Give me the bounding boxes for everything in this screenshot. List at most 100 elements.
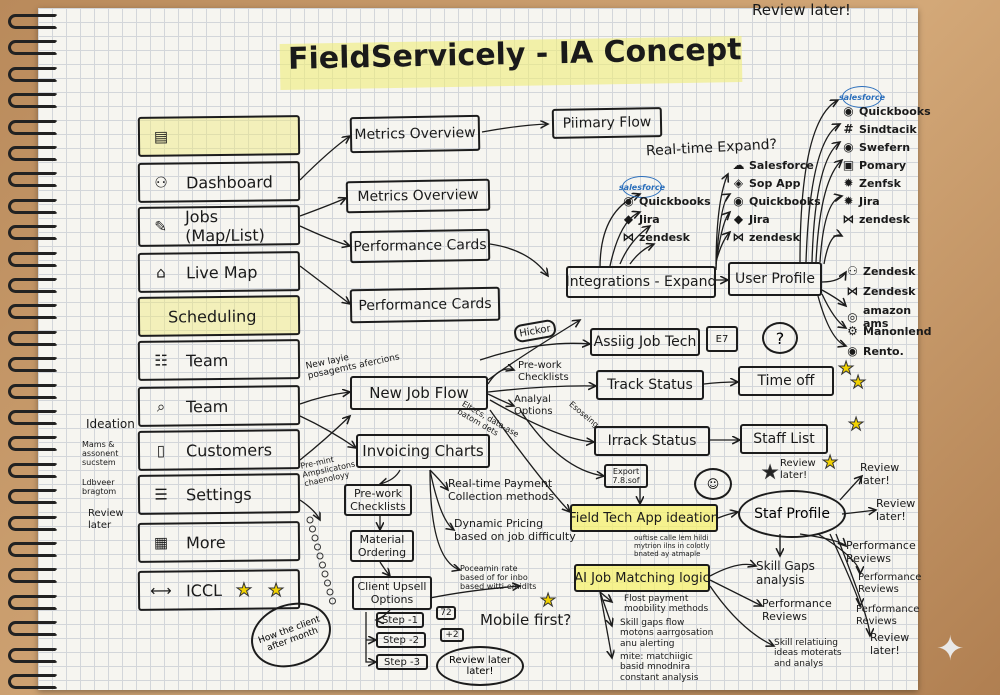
sidebar-item-settings[interactable]: ☰Settings [138,473,300,515]
flost-payment-note: Flost payment moobility methods [624,594,708,615]
arrow-icon: ⟷ [150,580,172,600]
mite-matching-note: mite: matchiigic basid mnodnira constant… [620,652,698,683]
ideation-item-1: Mams & assonent sucstem [82,440,118,468]
step-1-tag: 72 [436,606,456,620]
connector-arrow [704,382,738,384]
doodle-face-bubble: ☺ [694,468,732,500]
sidebar-item-label: ICCL [186,580,222,599]
sidebar-item-team[interactable]: ⌕Team [138,385,300,427]
sidebar-item-scheduling[interactable]: Scheduling [138,295,300,337]
connector-arrow [822,290,846,306]
integration-logo: ◉Quickbooks [732,194,821,208]
review-later-note-d: Review later! [870,632,909,657]
integration-logo: ⋈zendesk [732,230,800,244]
performance-cards-box-1: Performance Cards [350,229,491,263]
sidebar-item-team[interactable]: ☷Team [138,339,300,381]
integration-logo: ⚇Zendesk [846,264,915,278]
logo-mark-icon: ⋈ [622,230,635,244]
dynamic-pricing-note: Dynamic Pricing based on job difficulty [454,518,576,543]
sidebar-item-dashboard[interactable]: ⚇Dashboard [138,161,300,203]
sidebar-item-label: Live Map [186,262,258,282]
sidebar-item-header[interactable]: ▤ [138,115,300,157]
connector-arrow [480,343,590,360]
field-tech-note: ouftise calle lem hildi mytrion ilns in … [634,534,709,558]
logo-label: Salesforce [749,159,814,172]
logo-label: Zenfsk [859,177,901,190]
export-box: Export 7.8.sof [604,464,648,488]
connector-arrow [718,512,738,518]
integration-logo: ⚙Manonlend [846,324,932,338]
dot-trail [330,598,336,604]
sidebar-item-more[interactable]: ▦More [138,521,300,563]
logo-mark-icon: ⋈ [732,230,745,244]
integration-logo: ◉Swefern [842,140,910,154]
review-later-note-a: Review later! [780,458,816,481]
logo-label: Jira [639,213,660,226]
sidebar-item-label: Team [186,350,228,369]
sidebar-item-customers[interactable]: ▯ Customers [138,429,300,471]
star-icon: ★ [822,452,838,473]
logo-mark-icon: ◎ [846,310,859,324]
performance-cards-box-2: Performance Cards [350,287,501,324]
logo-label: Rento. [863,345,904,358]
metrics-overview-box-1: Metrics Overview [350,115,481,153]
ideation-item-2: Ldbveer bragtom [82,478,116,496]
dot-trail [320,562,326,568]
logo-mark-icon: ⚇ [846,264,859,278]
connector-arrow [300,136,350,180]
note-icon-box: E7 [706,326,738,352]
logo-label: Quickbooks [859,105,931,118]
staff-list-box: Staff List [740,424,828,454]
logo-label: Manonlend [863,325,932,338]
connector-arrow [822,272,846,282]
user-profile-box: User Profile [728,262,822,296]
logo-mark-icon: ☁ [732,158,745,172]
review-later-note-b: Review later! [860,462,899,487]
logo-mark-icon: ✹ [842,194,855,208]
logo-mark-icon: ◆ [732,212,745,226]
dot-trail [315,544,321,550]
question-circle: ? [762,322,798,354]
integration-logo: ◈Sop App [732,176,800,190]
invoicing-charts-box: Invoicing Charts [356,434,490,468]
integration-logo: ◆ Jira [732,212,770,226]
prework-checklists-note: Pre-work Checklists [518,360,569,383]
connector-arrow [710,564,756,576]
ideation-item-3: Review later [88,508,124,531]
integration-logo: ☁ Salesforce [732,158,814,172]
connector-arrow [600,592,612,658]
logo-mark-icon: ◆ [622,212,635,226]
connector-arrow [488,394,514,406]
dot-trail [327,589,333,595]
sidebar-item-jobs-map-list-[interactable]: ✎Jobs (Map/List) [138,205,300,247]
logo-mark-icon: ◉ [842,140,855,154]
star-icon: ★ [236,579,252,600]
connector-arrow [842,510,876,514]
logo-mark-icon: ◉ [842,104,855,118]
logo-mark-icon: ◈ [732,176,745,190]
sidebar-item-label: Dashboard [186,172,273,192]
sidebar-item-label: Customers [186,440,272,460]
logo-label: Zendesk [863,285,915,298]
logo-label: zendesk [859,213,910,226]
analyal-options-note: Analyal Options [514,394,553,417]
logo-label: Sindtacik [859,123,917,136]
connector-arrow [490,244,548,276]
connector-arrow [818,296,846,346]
connector-arrow [630,244,654,264]
logo-label: Jira [749,213,770,226]
staf-profile-bubble: Staf Profile [738,490,846,538]
skill-relatiuing-note: Skill relatiuing ideas moterats and anal… [774,638,842,669]
connector-arrow [800,100,838,262]
sidebar-item-label: Scheduling [168,306,257,326]
clipboard-icon: ▯ [150,440,172,460]
connector-arrow [482,124,548,132]
logo-mark-icon: ⋈ [846,284,859,298]
integration-logo: ⋈ Zendesk [846,284,915,298]
logo-label: Quickbooks [639,195,711,208]
skill-gaps-flow-note: Skill gaps flow motons aarrgosation anu … [620,618,713,649]
logo-mark-icon: ⋈ [842,212,855,226]
sidebar-item-live-map[interactable]: ⌂Live Map [138,251,300,293]
connector-arrow [300,266,350,304]
logo-mark-icon: ▣ [842,158,855,172]
